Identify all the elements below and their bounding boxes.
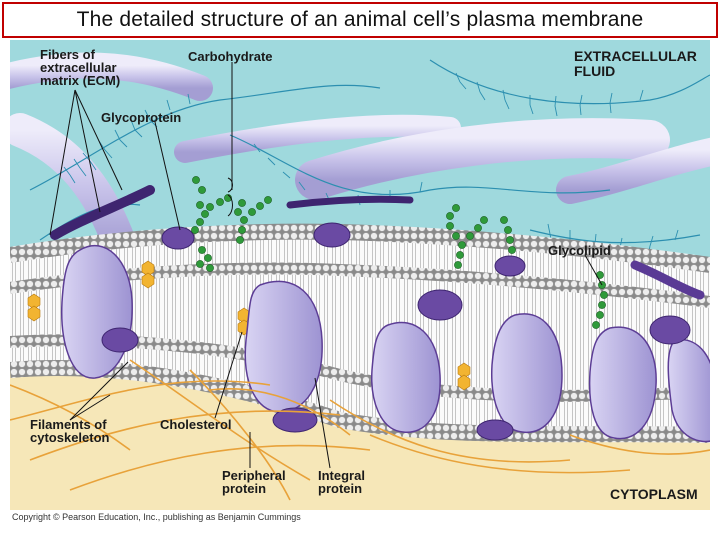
label-glycoprotein: Glycoprotein xyxy=(101,110,182,125)
proteoglycan-strands xyxy=(29,59,710,259)
label-peripheral-protein: Peripheral protein xyxy=(222,469,286,495)
label-peripheral-line2: protein xyxy=(222,481,267,496)
leader-lines xyxy=(49,62,603,469)
label-ecm-fibers-line1: Fibers of xyxy=(40,47,95,62)
label-cytoplasm: CYTOPLASM xyxy=(610,486,698,502)
label-integral-protein: Integral protein xyxy=(318,469,365,495)
title-bar: The detailed structure of an animal cell… xyxy=(2,2,718,38)
label-cytoskeleton-filaments: Filaments of cytoskeleton xyxy=(30,418,109,444)
membrane-illustration xyxy=(10,40,710,510)
label-integral-line2: protein xyxy=(318,481,363,496)
label-peripheral-line1: Peripheral xyxy=(222,468,286,483)
label-extracellular-fluid: EXTRACELLULAR FLUID xyxy=(574,49,697,79)
label-cholesterol: Cholesterol xyxy=(160,417,232,432)
cytoskeleton-filaments xyxy=(10,359,710,501)
label-ecm-fibers: Fibers of extracellular matrix (ECM) xyxy=(40,48,120,87)
label-cytoskeleton-line2: cytoskeleton xyxy=(30,430,110,445)
label-ecm-fibers-line2: extracellular xyxy=(40,60,117,75)
label-ecm-fibers-line3: matrix (ECM) xyxy=(40,73,121,88)
label-integral-line1: Integral xyxy=(318,468,365,483)
copyright-notice: Copyright © Pearson Education, Inc., pub… xyxy=(12,512,301,522)
integral-proteins xyxy=(61,244,710,443)
peripheral-proteins xyxy=(50,185,705,441)
label-glycolipid: Glycolipid xyxy=(548,243,611,258)
label-carbohydrate: Carbohydrate xyxy=(188,49,273,64)
ecm-fibers xyxy=(10,52,710,262)
carbohydrate-chains xyxy=(191,176,608,329)
label-extracellular-fluid-line2: FLUID xyxy=(574,63,616,79)
label-extracellular-fluid-line1: EXTRACELLULAR xyxy=(574,48,697,64)
label-cytoskeleton-line1: Filaments of xyxy=(30,417,107,432)
page-title: The detailed structure of an animal cell… xyxy=(76,8,644,31)
